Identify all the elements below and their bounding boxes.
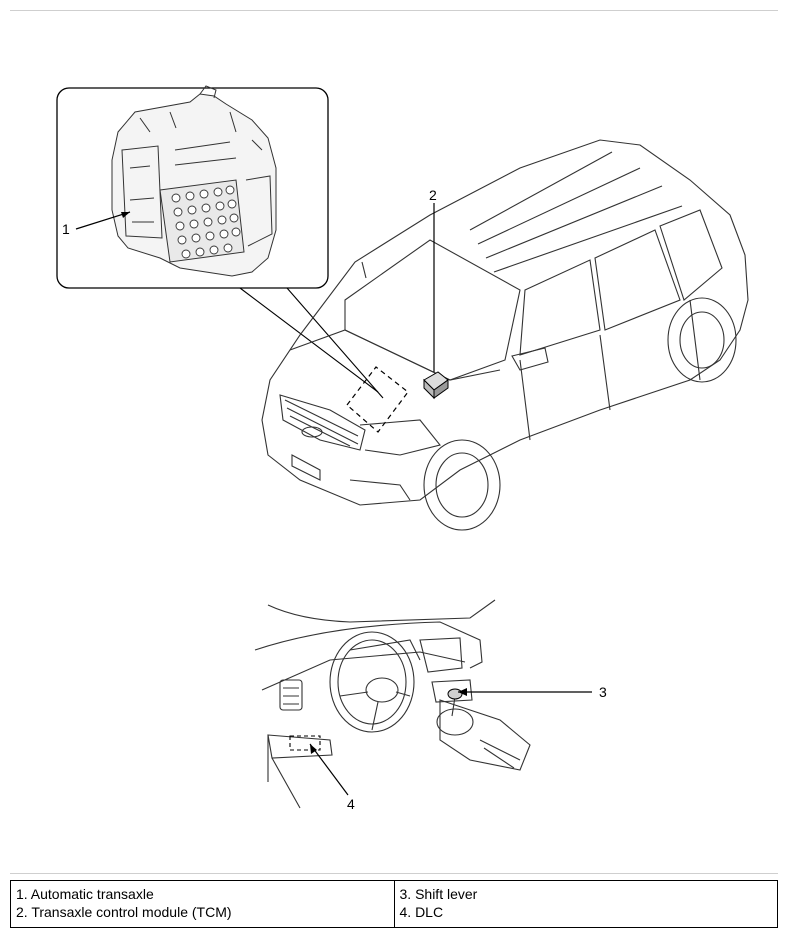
legend-column-left: 1. Automatic transaxle 2. Transaxle cont… [11, 881, 394, 927]
dlc-leader-line [309, 743, 349, 796]
callout-3: 3 [599, 684, 607, 700]
callout-2: 2 [429, 187, 437, 203]
dashboard-illustration [254, 599, 531, 809]
callout-1: 1 [62, 221, 70, 237]
component-location-diagram: 1 2 3 4 [56, 85, 749, 812]
inset-leader-line-left [239, 287, 379, 393]
legend-column-right: 3. Shift lever 4. DLC [393, 881, 778, 927]
callout-4: 4 [347, 796, 355, 812]
valve-body-holes [171, 185, 241, 259]
diagram-frame [10, 10, 778, 874]
legend-item: 1. Automatic transaxle [16, 886, 154, 902]
transaxle-location-dashed-box [346, 366, 409, 433]
shift-knob [447, 688, 463, 700]
car-illustration [261, 139, 749, 531]
inset-leader-line-right [286, 287, 384, 399]
legend-item: 2. Transaxle control module (TCM) [16, 904, 232, 920]
legend-table: 1. Automatic transaxle 2. Transaxle cont… [10, 880, 778, 928]
legend-item: 3. Shift lever [399, 886, 478, 902]
dlc-location-dashed-box [289, 735, 321, 751]
transaxle-inset [56, 85, 329, 289]
legend-item: 4. DLC [399, 904, 444, 920]
tcm-module [423, 371, 449, 400]
